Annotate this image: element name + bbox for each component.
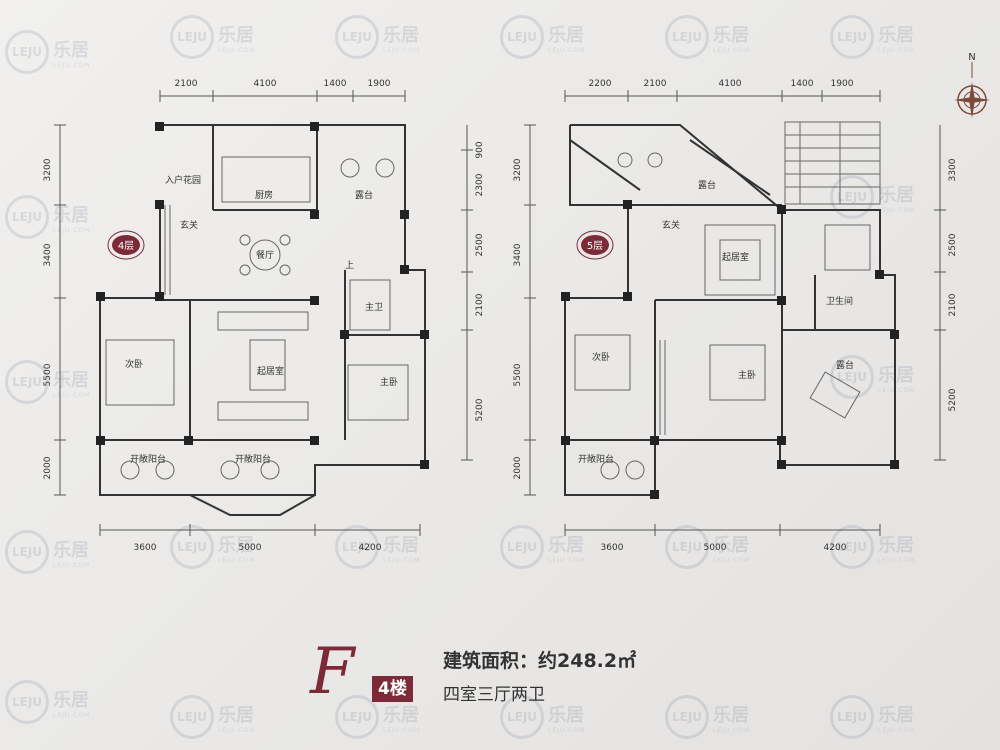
room-kitchen: 厨房 bbox=[255, 189, 273, 201]
room-second-bedroom: 次卧 bbox=[125, 358, 143, 370]
dim-right-2: 2300 bbox=[475, 173, 485, 196]
room-sitting: 起居室 bbox=[722, 251, 749, 263]
dim-top-4: 1400 bbox=[791, 79, 814, 89]
compass-north-label: N bbox=[968, 52, 975, 63]
room-living: 起居室 bbox=[257, 365, 284, 377]
plan-5f-furniture bbox=[574, 152, 861, 480]
dim-left-2: 3400 bbox=[43, 243, 53, 266]
dim-top-1: 2200 bbox=[589, 79, 612, 89]
plan-5f-walls bbox=[564, 124, 896, 496]
dim-top-5: 1900 bbox=[831, 79, 854, 89]
dim-right-4: 2100 bbox=[475, 293, 485, 316]
dim-right-4: 5200 bbox=[948, 388, 958, 411]
plan-5f-columns bbox=[561, 200, 899, 499]
plan-5f-stairs bbox=[784, 121, 881, 271]
room-layout-text: 四室三厅两卫 bbox=[443, 685, 545, 705]
dim-right-2: 2500 bbox=[948, 233, 958, 256]
dim-top-2: 4100 bbox=[254, 79, 277, 89]
room-master-bedroom: 主卧 bbox=[738, 369, 756, 381]
plan-4f-labels: 2100 4100 1400 1900 3200 3400 5500 2000 … bbox=[43, 79, 485, 553]
dim-top-4: 1900 bbox=[368, 79, 391, 89]
room-foyer: 玄关 bbox=[662, 219, 680, 231]
badge-5f-label: 5层 bbox=[587, 240, 603, 252]
plan-4f-dimension-lines bbox=[54, 90, 473, 536]
dim-left-1: 3200 bbox=[513, 158, 523, 181]
room-master-bedroom: 主卧 bbox=[380, 376, 398, 388]
unit-type-letter: F bbox=[310, 635, 355, 709]
dim-right-5: 5200 bbox=[475, 398, 485, 421]
dim-right-3: 2500 bbox=[475, 233, 485, 256]
dim-left-1: 3200 bbox=[43, 158, 53, 181]
dim-right-1: 3300 bbox=[948, 158, 958, 181]
dim-bottom-3: 4200 bbox=[824, 543, 847, 553]
room-open-balcony: 开敞阳台 bbox=[578, 453, 614, 465]
dim-bottom-2: 5000 bbox=[704, 543, 727, 553]
room-second-bedroom: 次卧 bbox=[592, 351, 610, 363]
room-open-balcony-left: 开敞阳台 bbox=[130, 453, 166, 465]
dim-left-2: 3400 bbox=[513, 243, 523, 266]
dim-bottom-3: 4200 bbox=[359, 543, 382, 553]
room-foyer: 玄关 bbox=[180, 219, 198, 231]
badge-4f-label: 4层 bbox=[118, 240, 134, 252]
dim-left-3: 5500 bbox=[513, 363, 523, 386]
dim-top-1: 2100 bbox=[175, 79, 198, 89]
dim-top-3: 1400 bbox=[324, 79, 347, 89]
plan-4f-furniture bbox=[105, 156, 409, 480]
room-terrace-right: 露台 bbox=[836, 359, 854, 371]
room-terrace-top: 露台 bbox=[698, 179, 716, 191]
dim-left-4: 2000 bbox=[43, 456, 53, 479]
unit-info-footer: F 4楼 建筑面积：约248.2㎡ 四室三厅两卫 bbox=[310, 640, 710, 710]
dim-left-3: 5500 bbox=[43, 363, 53, 386]
dim-right-1: 900 bbox=[475, 141, 485, 158]
plan-4f-walls bbox=[99, 124, 426, 516]
room-terrace: 露台 bbox=[355, 189, 373, 201]
compass-icon: N bbox=[954, 52, 990, 118]
dim-bottom-1: 3600 bbox=[601, 543, 624, 553]
building-area-text: 建筑面积：约248.2㎡ bbox=[443, 650, 637, 672]
room-dining: 餐厅 bbox=[256, 249, 274, 261]
room-master-bath: 主卫 bbox=[365, 301, 383, 313]
room-entry-garden: 入户花园 bbox=[165, 174, 201, 186]
dim-top-3: 4100 bbox=[719, 79, 742, 89]
room-open-balcony-mid: 开敞阳台 bbox=[235, 453, 271, 465]
plan-5f-dimension-lines bbox=[524, 90, 946, 536]
dim-bottom-1: 3600 bbox=[134, 543, 157, 553]
room-stair-up: 上 bbox=[345, 260, 354, 271]
dim-bottom-2: 5000 bbox=[239, 543, 262, 553]
plan-5f-badge: 5层 bbox=[576, 230, 614, 260]
room-bathroom: 卫生间 bbox=[826, 295, 853, 307]
dim-right-3: 2100 bbox=[948, 293, 958, 316]
plan-4f-badge: 4层 bbox=[107, 230, 145, 260]
floor-tag: 4楼 bbox=[372, 676, 413, 702]
dim-left-4: 2000 bbox=[513, 456, 523, 479]
plan-4f-columns bbox=[96, 122, 429, 469]
dim-top-2: 2100 bbox=[644, 79, 667, 89]
plan-5f-labels: 2200 2100 4100 1400 1900 3200 3400 5500 … bbox=[513, 79, 958, 553]
